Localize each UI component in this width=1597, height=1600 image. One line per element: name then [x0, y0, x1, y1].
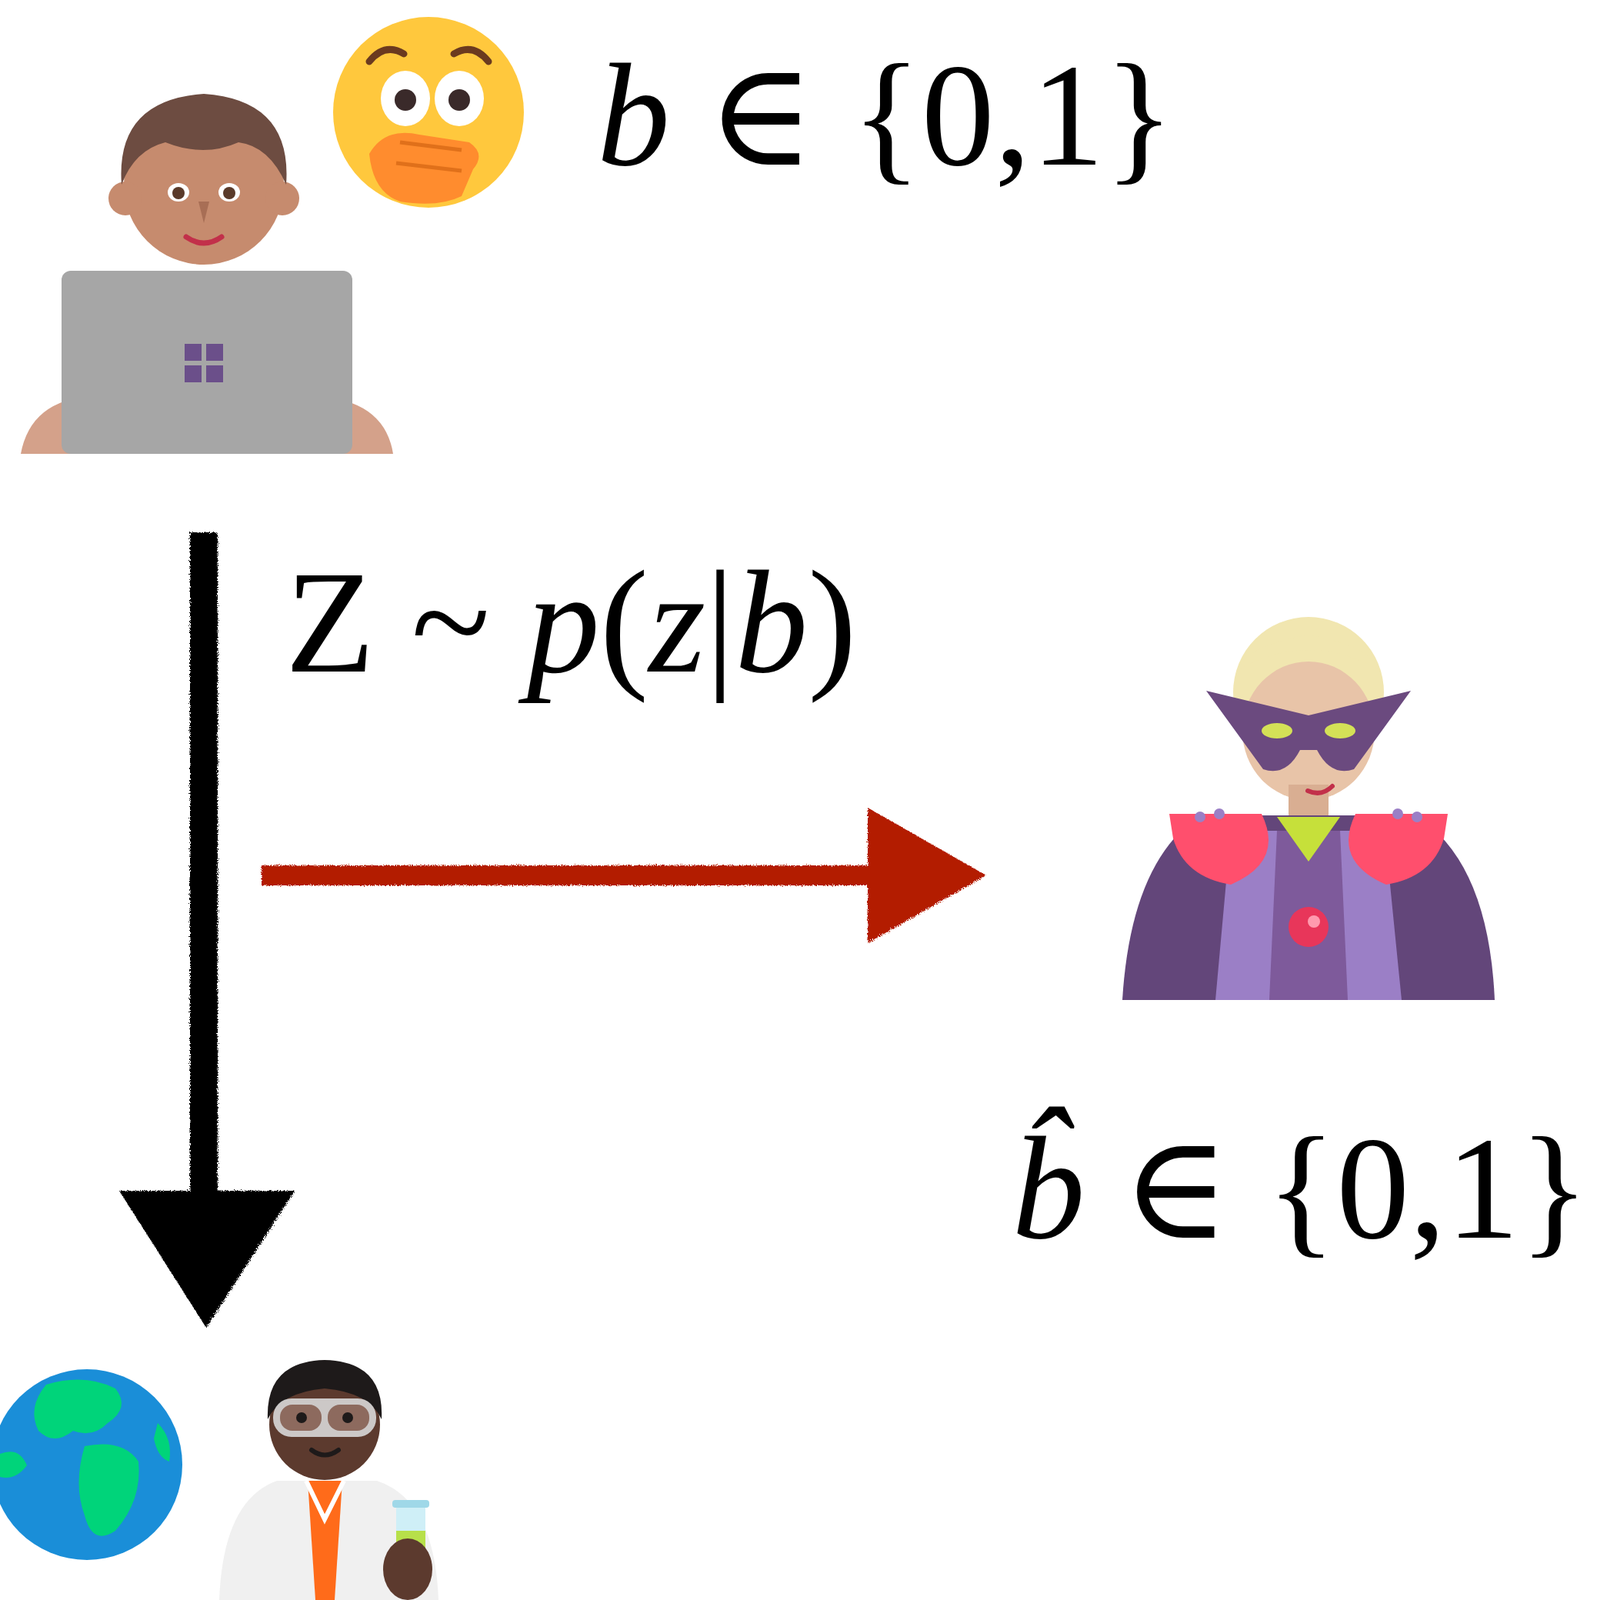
math-symbol: p	[526, 541, 601, 704]
math-symbol: z	[648, 541, 706, 704]
math-symbol: )	[807, 541, 857, 704]
math-symbol: ∈ {0,1}	[1084, 1107, 1590, 1270]
math-symbol: Z ~	[285, 541, 527, 704]
earth-icon	[0, 1369, 183, 1561]
channel-arrow	[119, 532, 295, 1328]
leak-arrow	[261, 807, 987, 944]
shocked-emoji	[333, 16, 524, 208]
math-label: Z ~ p(z|b)	[285, 538, 857, 707]
math-symbol: ∈ {0,1}	[670, 34, 1175, 197]
math-symbol: (	[600, 541, 649, 704]
math-symbol: b̂	[1011, 1107, 1085, 1270]
math-label: b ∈ {0,1}	[596, 31, 1175, 201]
scientist-figure	[219, 1360, 439, 1600]
adversary-figure	[1122, 616, 1495, 1001]
math-symbol: b	[596, 34, 671, 197]
math-symbol: b	[734, 541, 808, 704]
math-symbol: |	[705, 541, 735, 704]
sender-figure	[20, 93, 394, 454]
math-label: b̂ ∈ {0,1}	[1011, 1104, 1590, 1274]
